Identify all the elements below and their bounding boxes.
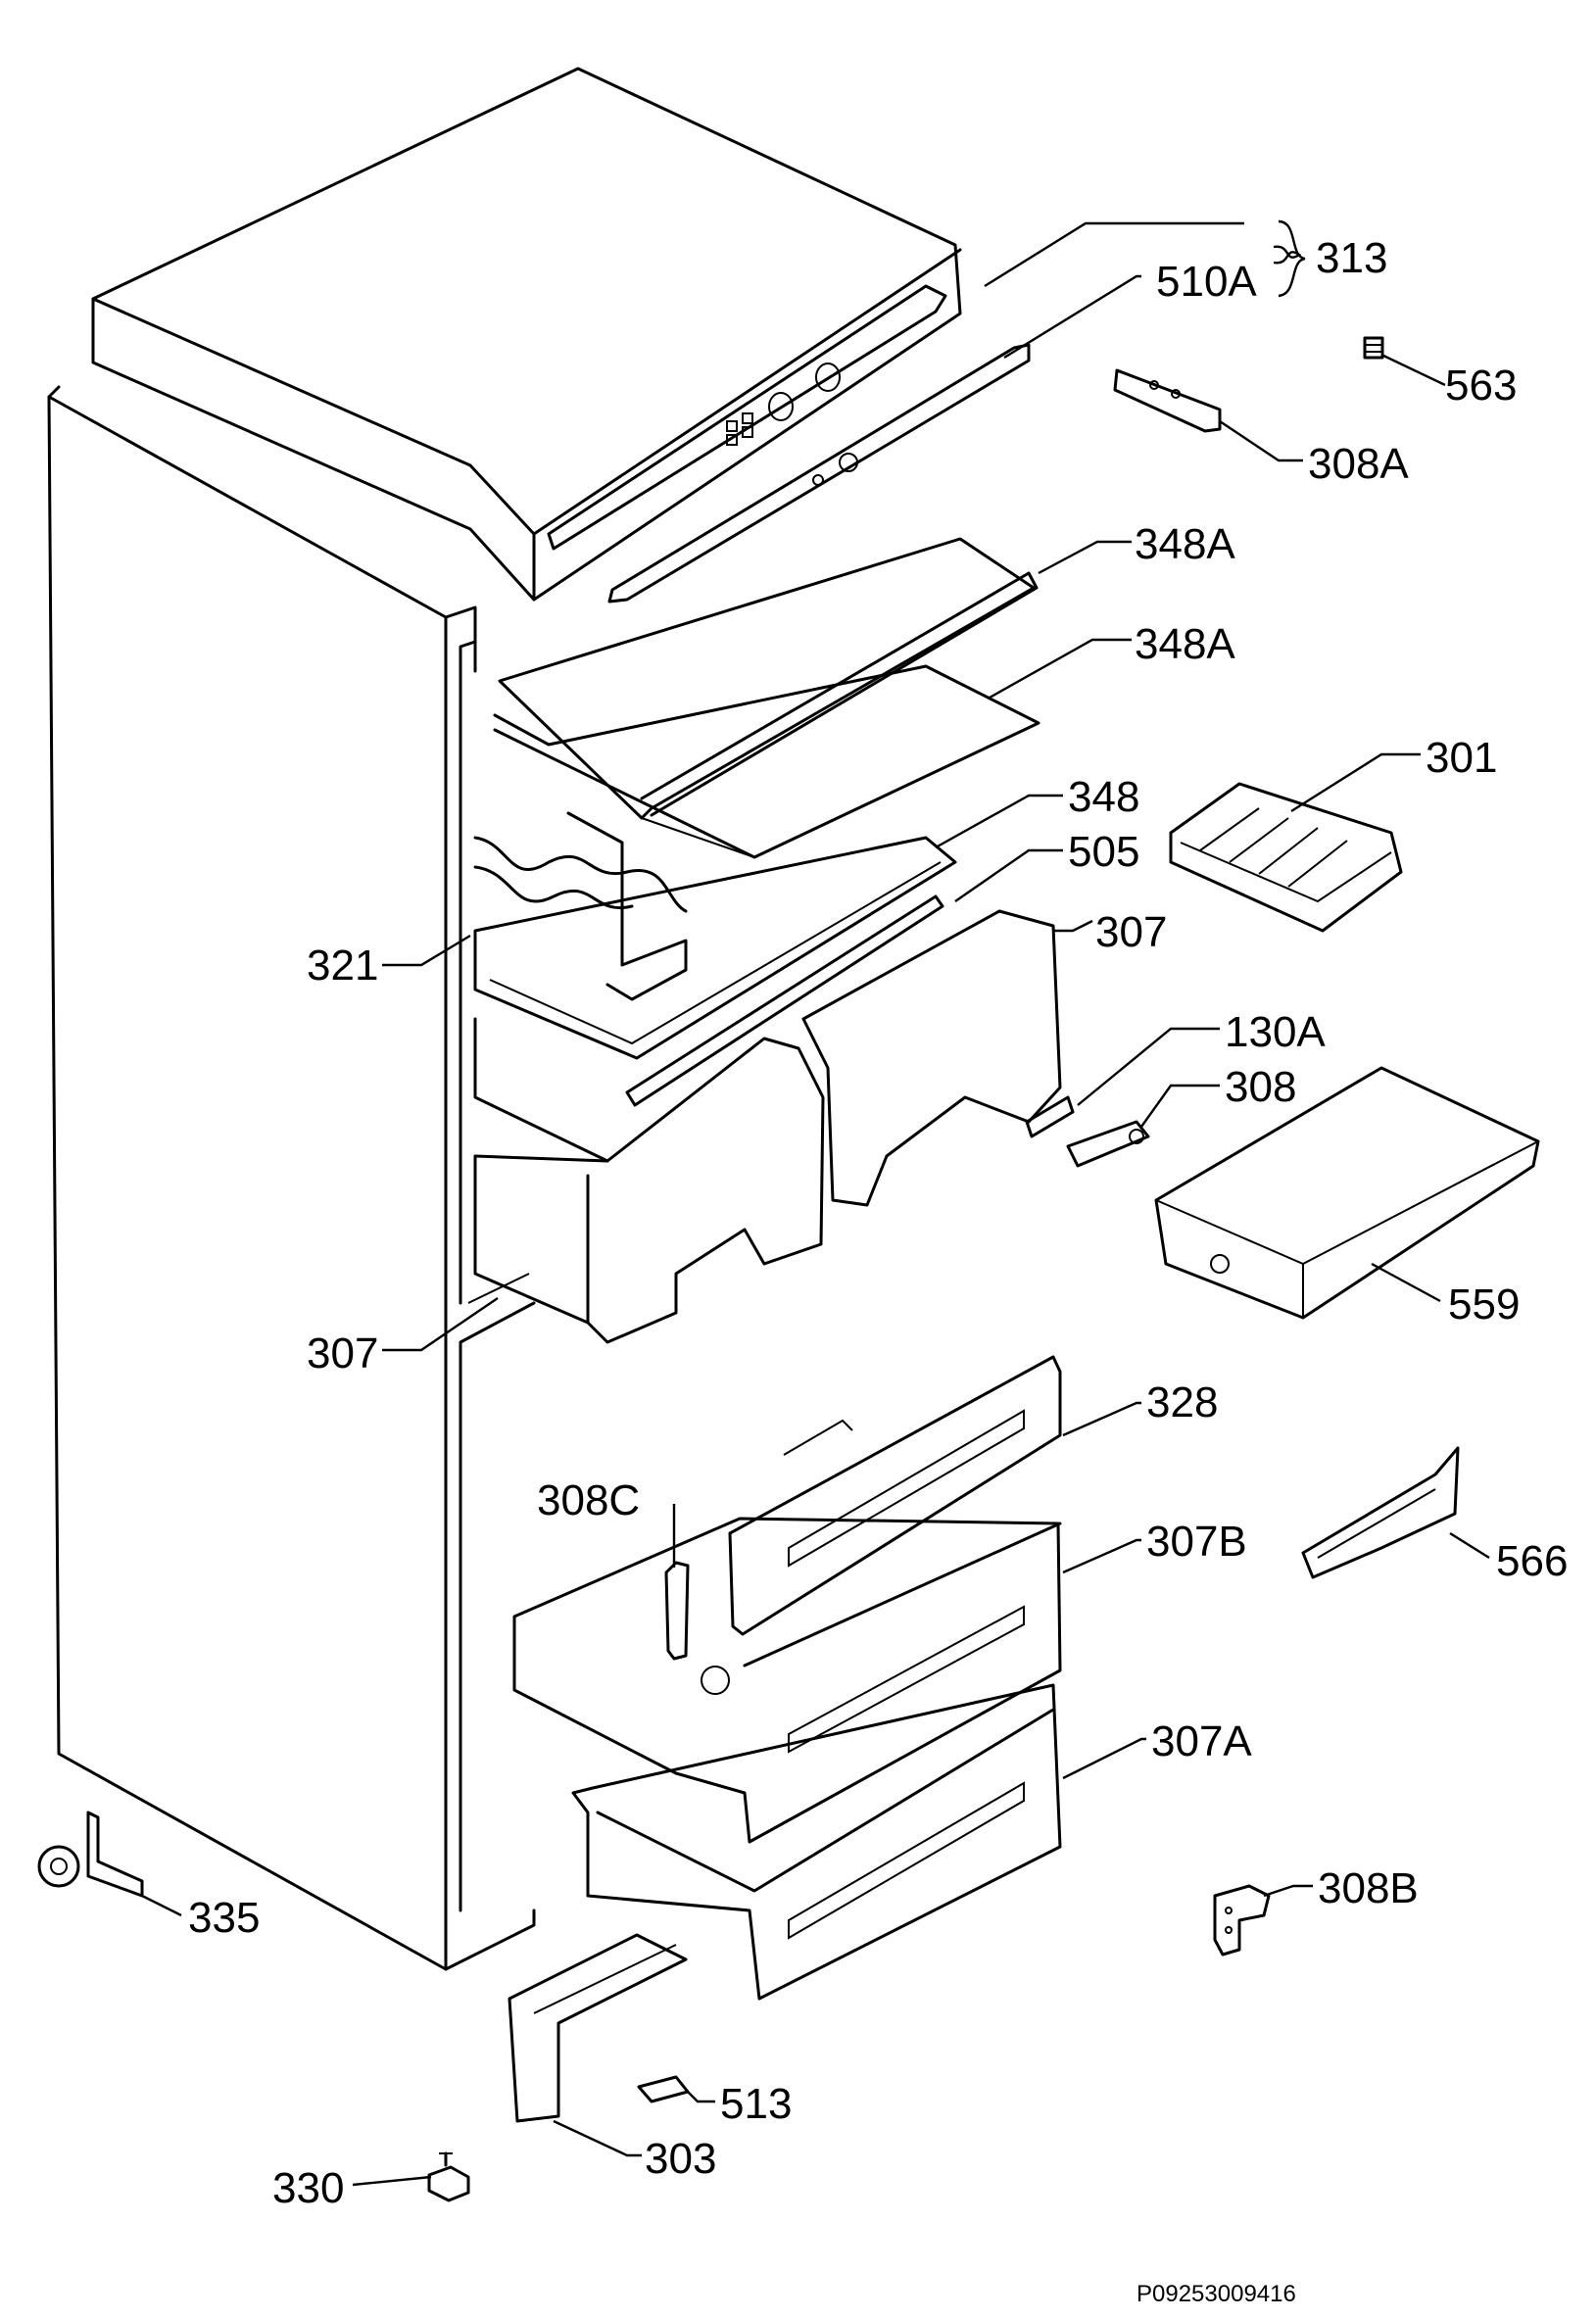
drawing-code: P09253009416 <box>1137 2281 1296 2307</box>
adjustable-foot <box>427 2151 470 2202</box>
cold-accumulator <box>1154 1066 1540 1320</box>
callout-566: 566 <box>1496 1537 1568 1585</box>
callout-563: 563 <box>1445 362 1517 410</box>
callout-130a: 130A <box>1225 1008 1326 1056</box>
bracket-308 <box>1066 1120 1150 1168</box>
ice-cube-tray <box>1169 782 1403 933</box>
callout-335: 335 <box>188 1894 260 1942</box>
bottom-hinge-335 <box>37 1811 144 1898</box>
drawer-front-328 <box>728 1355 1062 1636</box>
callout-313: 313 <box>1316 234 1387 282</box>
callout-505: 505 <box>1068 828 1139 876</box>
leader-lines <box>141 219 1490 2187</box>
lamp-cover-strip <box>625 894 944 1107</box>
callout-307b: 307B <box>1146 1518 1247 1566</box>
evaporator-coil <box>473 811 688 1001</box>
callout-307a: 307A <box>1151 1717 1252 1765</box>
top-hinge <box>1113 368 1222 433</box>
callout-308b: 308B <box>1318 1864 1419 1912</box>
callout-559: 559 <box>1448 1280 1520 1329</box>
glass-shelf-lower <box>473 836 957 1060</box>
callout-328: 328 <box>1146 1378 1218 1426</box>
plinth-grille <box>508 1933 688 2123</box>
callout-labels: 313 510A 563 308A 348A 348A 301 348 505 … <box>188 234 1568 2212</box>
drawer-307b <box>512 1517 1062 1844</box>
freezer-bin-right <box>801 909 1062 1207</box>
callout-513: 513 <box>720 2080 792 2128</box>
callout-308c: 308C <box>537 1476 640 1524</box>
callout-303: 303 <box>645 2135 716 2183</box>
drawer-307a <box>571 1683 1062 2001</box>
callout-348a-upper: 348A <box>1135 520 1235 568</box>
callout-307-upper: 307 <box>1095 908 1167 956</box>
callout-321: 321 <box>307 942 378 990</box>
hinge-308b <box>1213 1884 1271 1957</box>
control-panel-trim <box>607 343 1031 604</box>
nut <box>1363 336 1384 360</box>
callout-348a-middle: 348A <box>1135 620 1235 668</box>
bracket-130a <box>1025 1095 1075 1138</box>
callout-308: 308 <box>1225 1063 1296 1111</box>
callout-510a: 510A <box>1156 258 1257 306</box>
cover-513 <box>637 2075 690 2103</box>
callout-330: 330 <box>272 2164 344 2212</box>
callout-307-lower: 307 <box>307 1329 378 1377</box>
glass-shelf-middle <box>493 664 1040 859</box>
callout-308a: 308A <box>1308 440 1409 488</box>
glass-shelf-upper <box>498 537 1039 820</box>
freezer-bin-left <box>473 1017 825 1344</box>
callout-348: 348 <box>1068 773 1139 821</box>
callout-301: 301 <box>1426 734 1497 782</box>
ice-scraper <box>1301 1446 1460 1579</box>
cabinet-body <box>47 385 536 1971</box>
top-cover <box>91 67 962 602</box>
